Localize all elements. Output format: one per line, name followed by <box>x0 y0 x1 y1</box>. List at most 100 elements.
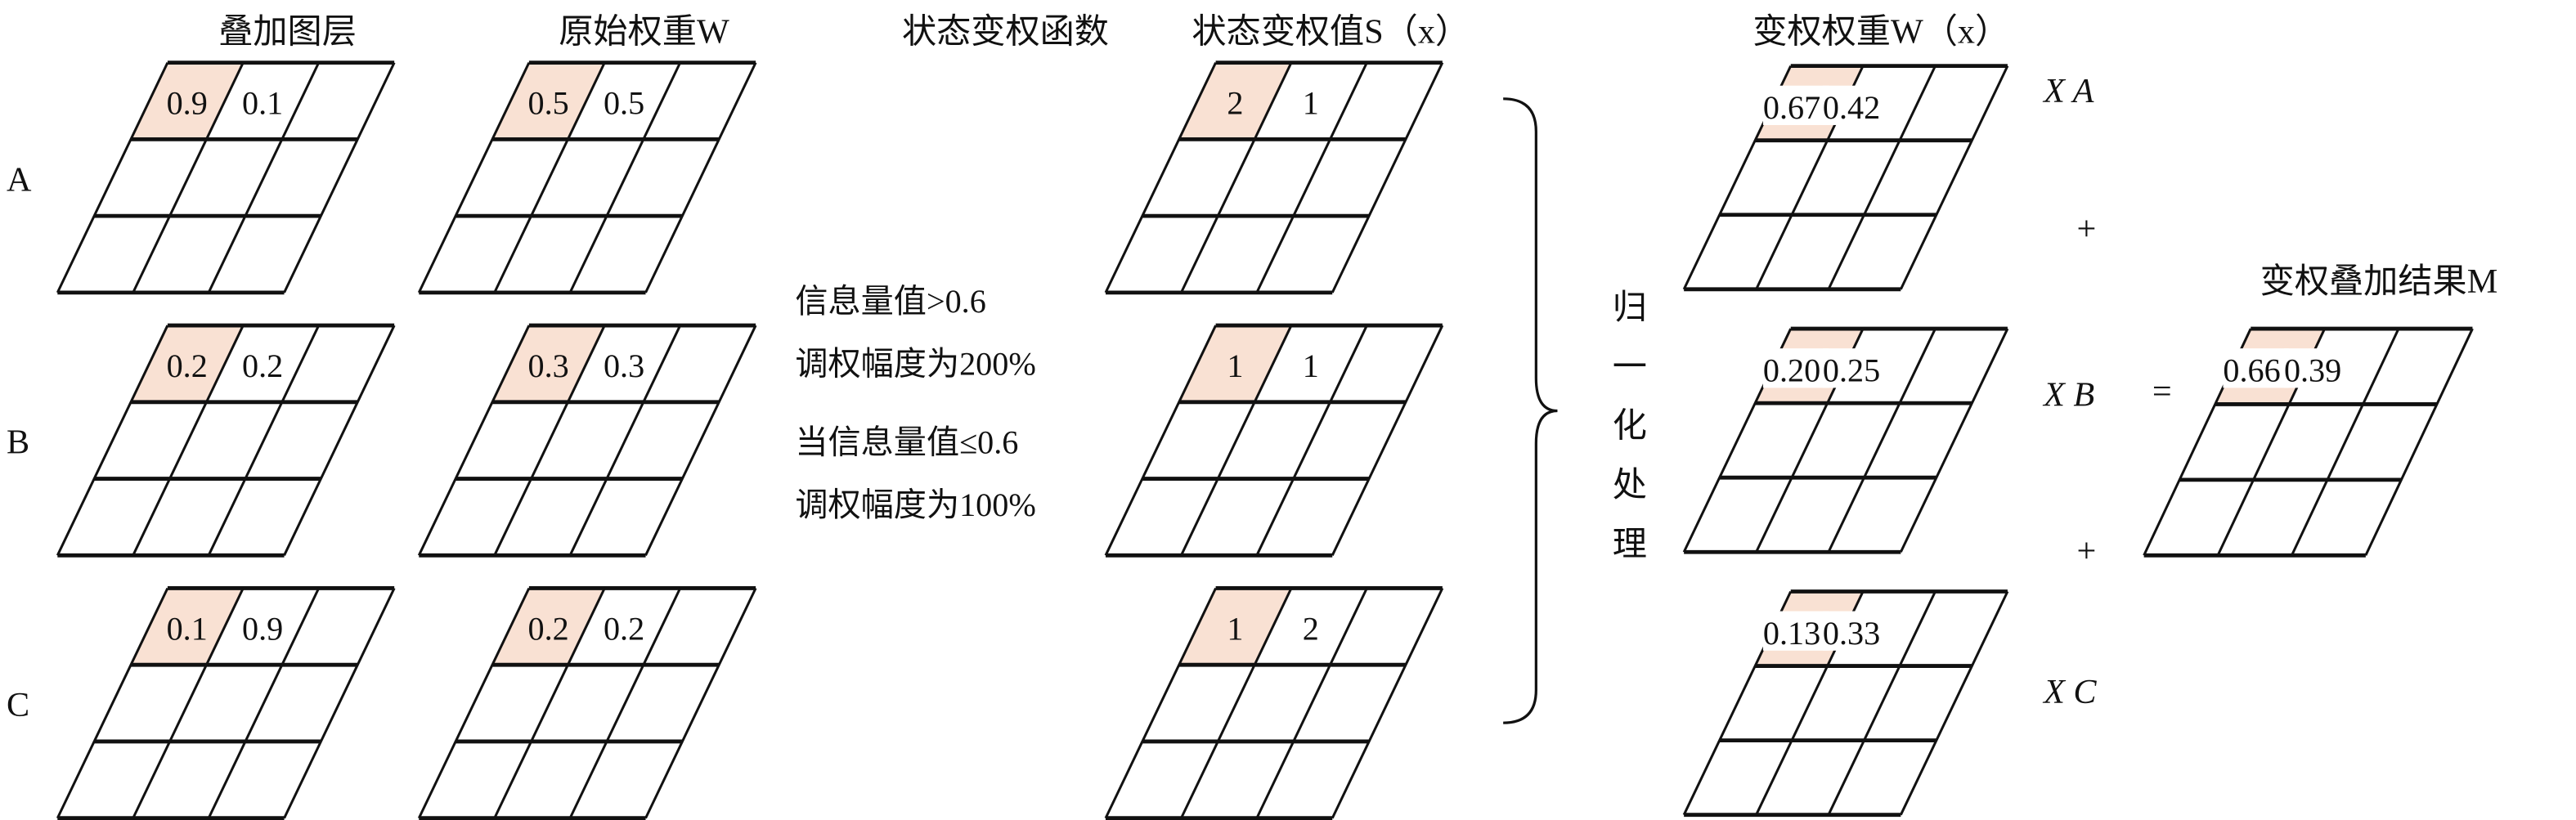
value-label-bg <box>1822 348 1889 388</box>
normalize-char-5: 理 <box>1613 525 1647 563</box>
normalize-char-2: 一 <box>1613 347 1647 386</box>
cell-value: 0.9 <box>242 610 283 647</box>
grid-col-line <box>207 325 321 556</box>
grid-col-line <box>1104 587 1217 819</box>
normalize-char-1: 归 <box>1613 289 1647 327</box>
value-label-bg <box>1762 85 1829 125</box>
original-grid-1: 0.5 0.5 <box>417 60 757 295</box>
grid-col-line <box>2291 328 2400 556</box>
value-label-bg <box>1822 85 1889 125</box>
grid-col-line <box>568 587 682 819</box>
title-original-weight: 原始权重W <box>559 13 729 52</box>
grid-col-line <box>644 61 757 293</box>
title-result: 变权叠加结果M <box>2260 262 2498 301</box>
grid-col-line <box>1331 325 1444 556</box>
row-label-a: A <box>7 160 32 199</box>
label-xb: X B <box>2042 375 2094 414</box>
grid-col-line <box>56 325 169 556</box>
grid-col-line <box>132 587 245 819</box>
cell-value: 0.3 <box>528 347 569 384</box>
cell-value: 0.20 <box>1763 352 1820 388</box>
grid-col-line <box>1899 65 2009 290</box>
label-xc: X C <box>2042 673 2097 711</box>
cell-value: 0.39 <box>2284 352 2341 388</box>
grid-col-line <box>417 325 531 556</box>
cell-value: 0.5 <box>604 85 644 122</box>
cell-value: 0.42 <box>1823 89 1880 126</box>
cell-value: 0.2 <box>242 347 283 384</box>
normalize-brace <box>1503 97 1558 724</box>
grid-col-line <box>1255 61 1368 293</box>
grid-col-line <box>2364 328 2474 556</box>
grid-col-line <box>1180 325 1293 556</box>
title-state-function: 状态变权函数 <box>902 13 1109 52</box>
grid-col-line <box>283 61 396 293</box>
grid-col-line <box>132 61 245 293</box>
grid-col-line <box>1827 590 1936 816</box>
function-line-4: 调权幅度为100% <box>795 486 1035 523</box>
grid-col-line <box>283 587 396 819</box>
grid-col-line <box>207 61 321 293</box>
value-label-bg <box>1762 611 1829 651</box>
grid-col-line <box>1899 590 2009 816</box>
cell-value: 0.25 <box>1823 352 1880 388</box>
cell-value: 0.1 <box>242 85 283 122</box>
title-state-value: 状态变权值S（x） <box>1192 13 1470 52</box>
grid-col-line <box>207 587 321 819</box>
value-label-bg <box>2223 348 2289 388</box>
grid-col-line <box>1104 61 1217 293</box>
equals-sign: = <box>2152 372 2172 410</box>
grid-col-line <box>493 325 606 556</box>
grid-col-line <box>1104 325 1217 556</box>
grid-col-line <box>283 325 396 556</box>
grid-col-line <box>493 587 606 819</box>
grid-col-line <box>56 587 169 819</box>
grid-col-line <box>644 325 757 556</box>
grid-col-line <box>568 325 682 556</box>
cell-value: 0.13 <box>1763 615 1820 652</box>
grid-col-line <box>1331 61 1444 293</box>
grid-col-line <box>132 325 245 556</box>
cell-value: 1 <box>1303 85 1319 122</box>
grid-col-line <box>1827 328 1936 553</box>
cell-value: 0.1 <box>167 610 208 647</box>
value-label-bg <box>1762 348 1829 388</box>
cell-value: 1 <box>1303 347 1319 384</box>
overlay-grid-1: 0.9 0.1 <box>56 60 396 295</box>
row-label-b: B <box>7 423 29 462</box>
grid-col-line <box>1255 587 1368 819</box>
overlay-grid-3: 0.1 0.9 <box>56 586 396 820</box>
cell-value: 0.33 <box>1823 615 1880 652</box>
value-label-bg <box>1822 611 1889 651</box>
value-label-bg <box>2283 348 2350 388</box>
grid-col-line <box>1331 587 1444 819</box>
cell-value: 2 <box>1227 85 1243 122</box>
cell-value: 1 <box>1227 610 1243 647</box>
function-line-1: 信息量值>0.6 <box>795 283 985 320</box>
cell-value: 0.2 <box>604 610 644 647</box>
title-variable-weight: 变权权重W（x） <box>1752 13 2009 52</box>
cell-value: 0.2 <box>167 347 208 384</box>
cell-value: 0.66 <box>2223 352 2280 388</box>
label-xa: X A <box>2042 72 2094 110</box>
cell-value: 0.5 <box>528 85 569 122</box>
grid-col-line <box>417 61 531 293</box>
cell-value: 0.9 <box>167 85 208 122</box>
normalize-char-4: 处 <box>1613 466 1647 504</box>
plus-sign-1: + <box>2076 210 2096 249</box>
cell-value: 2 <box>1303 610 1319 647</box>
grid-col-line <box>56 61 169 293</box>
grid-col-line <box>644 587 757 819</box>
normalize-char-3: 化 <box>1613 407 1647 446</box>
plus-sign-2: + <box>2076 531 2096 570</box>
grid-col-line <box>1827 65 1936 290</box>
